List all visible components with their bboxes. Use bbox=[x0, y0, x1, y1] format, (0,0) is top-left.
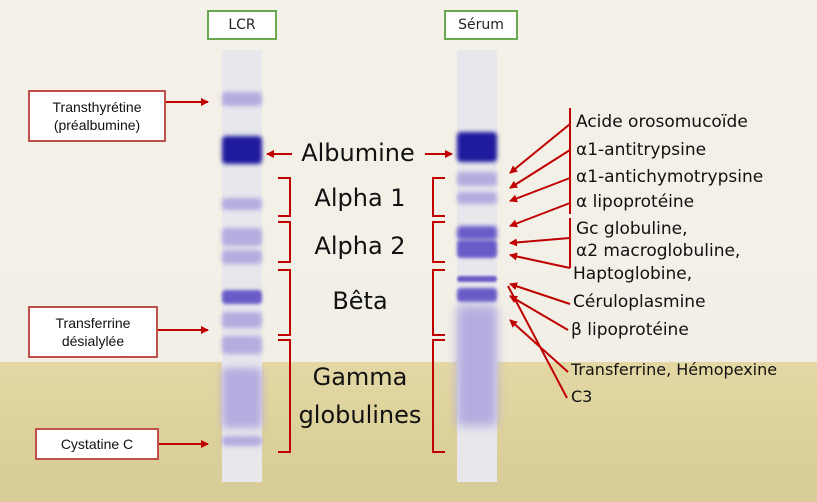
ceruloplasmin-arrow bbox=[509, 282, 571, 305]
protein-band bbox=[222, 92, 262, 106]
macroglobulin-label: α2 macroglobuline, bbox=[576, 241, 741, 261]
protein-band bbox=[457, 192, 497, 204]
beta-lipoprotein-arrow bbox=[509, 295, 569, 331]
protein-band bbox=[222, 228, 262, 246]
alpha2-label: Alpha 2 bbox=[314, 232, 406, 260]
desialylated-transferrin-label-box: Transferrine désialylée bbox=[28, 306, 158, 358]
protein-band bbox=[457, 172, 497, 186]
protein-band bbox=[457, 288, 497, 302]
gc-globulin-label: Gc globuline, bbox=[576, 219, 688, 239]
alpha-lipoprotein-arrow bbox=[509, 202, 571, 228]
transferrin-label: Transferrine bbox=[55, 314, 131, 331]
serum-gel-lane bbox=[457, 50, 497, 482]
protein-band bbox=[457, 276, 497, 282]
orosomucoid-arrow bbox=[509, 123, 571, 174]
protein-band bbox=[457, 226, 497, 240]
protein-band bbox=[222, 136, 262, 164]
gamma-bracket-right bbox=[432, 339, 445, 453]
beta-lipoprotein-label: β lipoprotéine bbox=[571, 320, 689, 340]
gamma-bracket-left bbox=[278, 339, 291, 453]
protein-band bbox=[457, 132, 497, 162]
gamma-globulins-label: Gamma globulines bbox=[290, 362, 430, 430]
cystatin-label-box: Cystatine C bbox=[35, 428, 159, 460]
protein-band bbox=[222, 336, 262, 354]
antitrypsin-label: α1-antitrypsine bbox=[576, 140, 707, 160]
alpha-lipoprotein-label: α lipoprotéine bbox=[576, 192, 695, 212]
transthyretin-label-box: Transthyrétine (préalbumine) bbox=[28, 90, 166, 142]
orosomucoid-label: Acide orosomucoïde bbox=[576, 112, 748, 132]
alpha1-bracket-left bbox=[278, 177, 291, 217]
csf-header: LCR bbox=[207, 10, 277, 40]
alpha1-label: Alpha 1 bbox=[314, 184, 406, 212]
antichymotrypsin-label: α1-antichymotrypsine bbox=[576, 167, 764, 187]
transthyretin-label: Transthyrétine bbox=[52, 98, 142, 115]
alpha1-bracket-right bbox=[432, 177, 445, 217]
gc-macroglobulin-arrow bbox=[509, 237, 571, 247]
protein-band bbox=[222, 198, 262, 210]
protein-band bbox=[222, 290, 262, 304]
protein-band bbox=[222, 312, 262, 328]
serum-header: Sérum bbox=[444, 10, 518, 40]
csf-gel-lane bbox=[222, 50, 262, 482]
c3-label: C3 bbox=[571, 387, 593, 406]
globulins-label: globulines bbox=[298, 401, 422, 429]
protein-band bbox=[457, 306, 497, 426]
alpha2-bracket-left bbox=[278, 221, 291, 263]
beta-bracket-left bbox=[278, 269, 291, 336]
haptoglobin-label: Haptoglobine, bbox=[573, 264, 693, 284]
gamma-label: Gamma bbox=[312, 363, 408, 391]
protein-band bbox=[222, 368, 262, 428]
haptoglobin-arrow bbox=[509, 252, 571, 269]
albumine-label: Albumine bbox=[301, 139, 415, 167]
antitrypsin-arrow bbox=[509, 149, 571, 189]
protein-band bbox=[222, 250, 262, 264]
desialylated-label: désialylée bbox=[61, 333, 125, 349]
prealbumin-label: (préalbumine) bbox=[53, 117, 141, 133]
protein-band bbox=[222, 436, 262, 446]
cystatin-label: Cystatine C bbox=[60, 435, 134, 452]
transferrin-hemopexin-label: Transferrine, Hémopexine bbox=[571, 360, 778, 379]
alpha2-bracket-right bbox=[432, 221, 445, 263]
beta-bracket-right bbox=[432, 269, 445, 336]
c3-arrow bbox=[507, 285, 568, 399]
protein-band bbox=[457, 240, 497, 258]
beta-label: Bêta bbox=[332, 287, 388, 315]
antichymotrypsin-arrow bbox=[509, 177, 571, 203]
ceruloplasmin-label: Céruloplasmine bbox=[573, 292, 706, 312]
